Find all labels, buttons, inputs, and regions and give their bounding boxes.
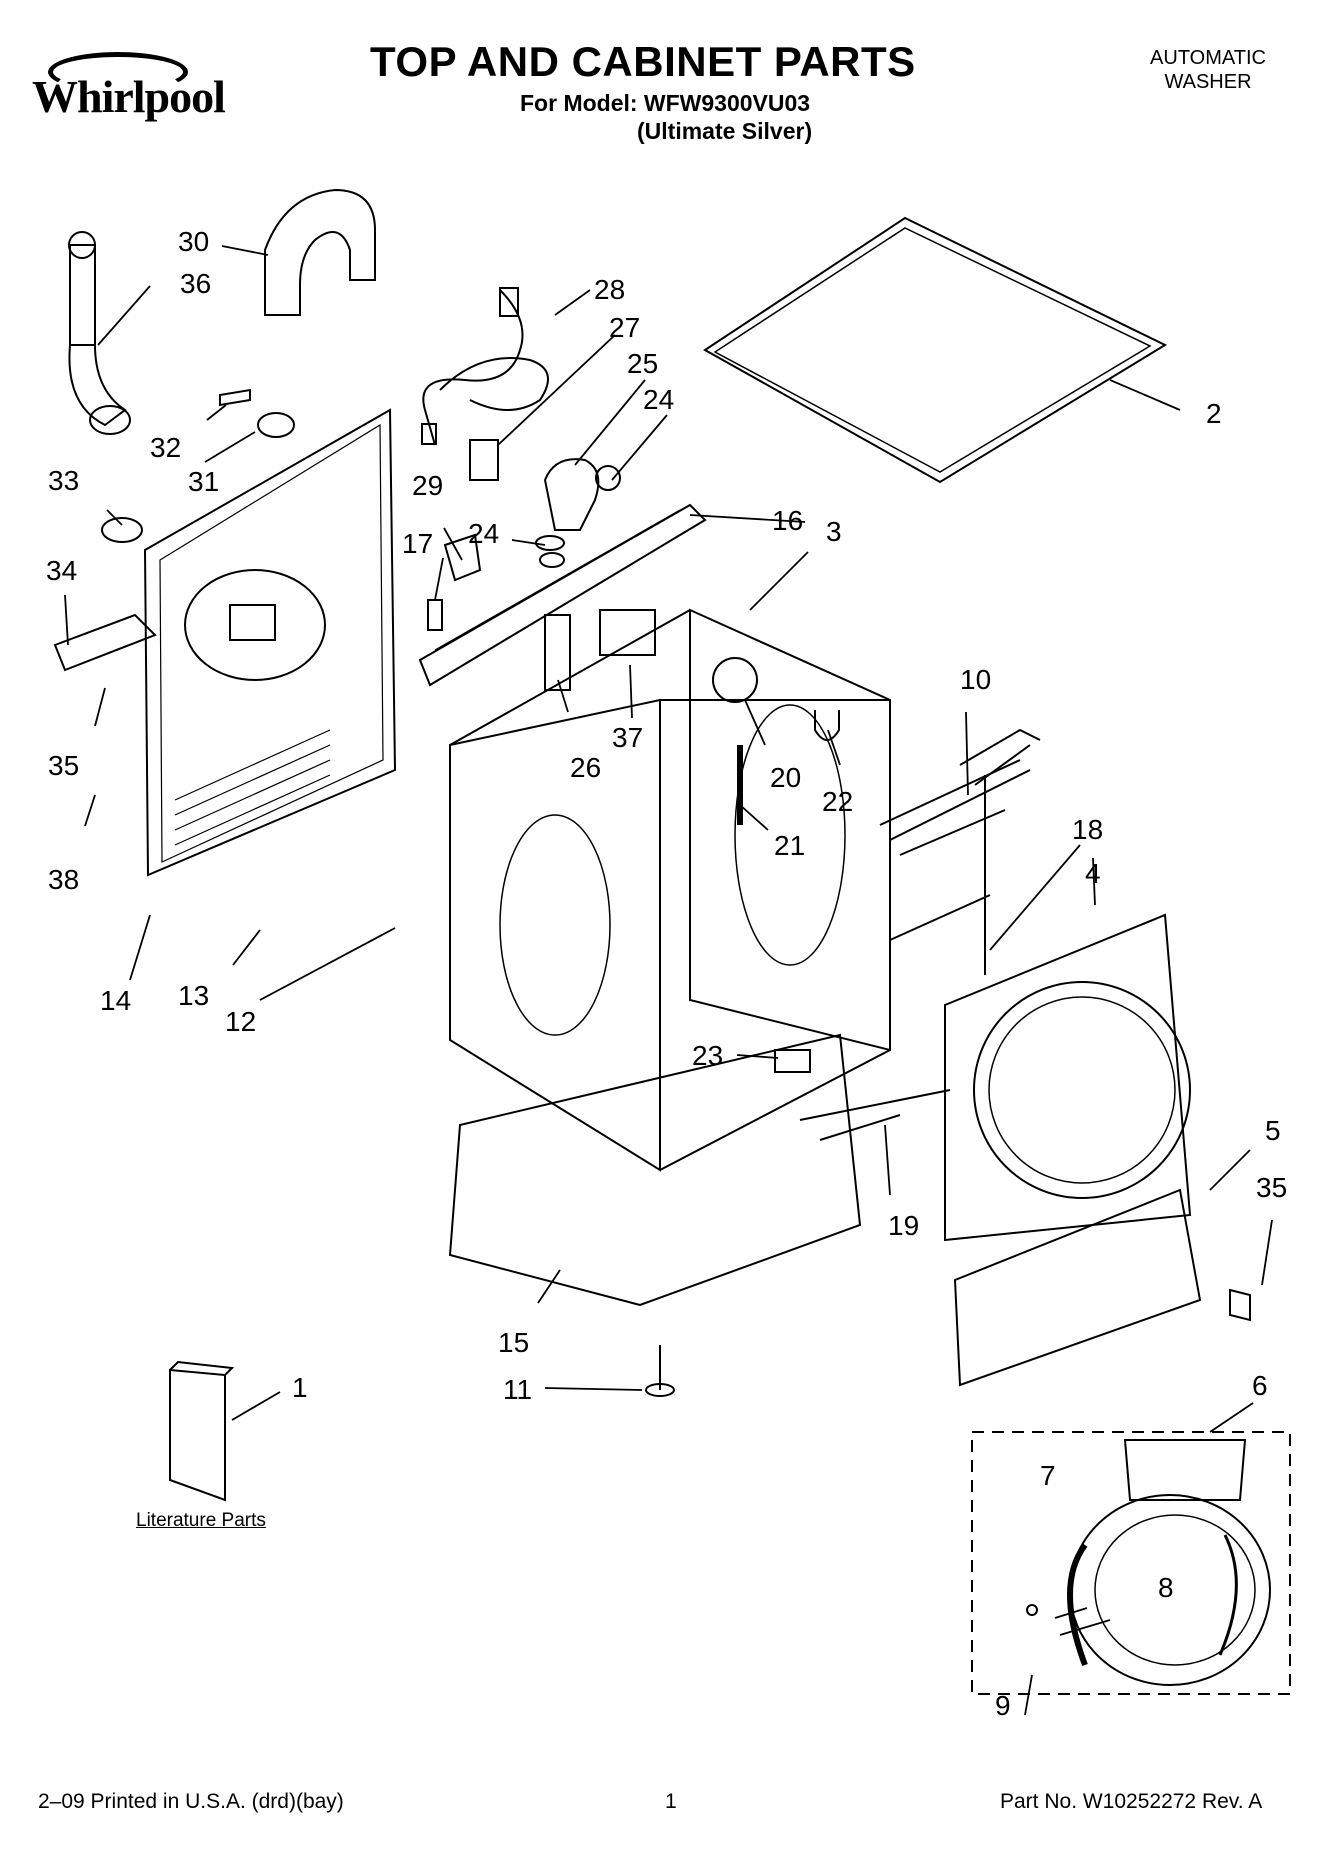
callout-34: 34: [46, 555, 78, 586]
product-line-1: AUTOMATIC: [1150, 47, 1266, 69]
callout-36: 36: [180, 268, 212, 299]
page-title: TOP AND CABINET PARTS: [370, 38, 916, 85]
part-door-lock: [599, 609, 656, 656]
callout-26: 26: [570, 752, 602, 783]
callout-12: 12: [225, 1006, 257, 1037]
whirlpool-logo: Whirlpool: [28, 52, 273, 132]
callout-32: 32: [150, 432, 182, 463]
callout-8: 8: [1158, 1572, 1174, 1603]
part-wire-harness: [879, 759, 1031, 975]
callout-28: 28: [594, 274, 626, 305]
callout-24-upper: 24: [643, 384, 675, 415]
part-number: Part No. W10252272 Rev. A: [1000, 1790, 1263, 1813]
part-cabinet: [449, 698, 661, 1172]
brand-name: Whirlpool: [32, 71, 226, 122]
part-front-panel: [944, 913, 1192, 1242]
callout-14: 14: [100, 985, 132, 1016]
part-pressure-switch: [712, 657, 758, 703]
color-line: (Ultimate Silver): [637, 118, 813, 144]
callout-7: 7: [1040, 1460, 1056, 1491]
callout-31: 31: [188, 466, 220, 497]
part-screw: [427, 599, 443, 631]
callout-4: 4: [1085, 858, 1101, 889]
part-hose-clamp-bracket: [53, 613, 157, 672]
callout-35-right: 35: [1256, 1172, 1288, 1203]
callout-5: 5: [1265, 1115, 1281, 1146]
product-line-2: WASHER: [1164, 71, 1252, 93]
callout-37: 37: [612, 722, 644, 753]
part-clamp-wire: [1218, 1534, 1238, 1656]
part-small-clip: [774, 1049, 811, 1073]
callout-19: 19: [888, 1210, 920, 1241]
part-console-bracket: [418, 503, 707, 687]
callout-20: 20: [770, 762, 802, 793]
part-lower-harness: [799, 1089, 951, 1141]
callout-35-left: 35: [48, 750, 80, 781]
model-line: For Model: WFW9300VU03: [520, 90, 811, 116]
part-literature: [169, 1360, 235, 1502]
part-screw-front: [1229, 1288, 1251, 1322]
part-cord-clip: [469, 439, 499, 481]
part-hook: [814, 710, 840, 741]
part-clamp-spring: [1067, 1543, 1088, 1667]
page-number: 1: [665, 1790, 677, 1813]
print-info: 2–09 Printed in U.S.A. (drd)(bay): [38, 1790, 344, 1813]
callout-33: 33: [48, 465, 80, 496]
callout-17: 17: [402, 528, 434, 559]
callout-21: 21: [774, 830, 806, 861]
logo-swirl-icon: [48, 52, 188, 92]
part-door-boot-group: [971, 1431, 1291, 1695]
part-top-gasket: [703, 216, 1168, 484]
callout-38: 38: [48, 864, 80, 895]
product-type: AUTOMATIC WASHER: [1148, 46, 1268, 94]
part-power-cord: [422, 289, 549, 446]
callout-6: 6: [1252, 1370, 1268, 1401]
callout-27: 27: [609, 312, 641, 343]
callout-25: 25: [627, 348, 659, 379]
callout-11: 11: [503, 1374, 533, 1405]
callout-1: 1: [292, 1372, 308, 1403]
callout-9: 9: [995, 1690, 1011, 1721]
callout-18: 18: [1072, 814, 1104, 845]
callout-16: 16: [772, 505, 804, 536]
part-inlet-valve: [543, 458, 600, 531]
callout-3: 3: [826, 516, 842, 547]
callout-24-lower: 24: [468, 518, 500, 549]
part-hose-guide: [264, 188, 376, 316]
part-rear-panel: [143, 408, 397, 877]
callout-30: 30: [178, 226, 210, 257]
part-fill-hose: [544, 614, 571, 691]
callout-2: 2: [1206, 398, 1222, 429]
part-grommet: [101, 517, 143, 543]
callout-15: 15: [498, 1327, 530, 1358]
part-clip: [443, 533, 482, 582]
part-toe-panel: [953, 1188, 1202, 1387]
callout-29: 29: [412, 470, 444, 501]
part-base-pad: [448, 1033, 862, 1307]
literature-parts-label: Literature Parts: [136, 1510, 266, 1531]
part-drain-hose: [68, 244, 127, 427]
callout-13: 13: [178, 980, 210, 1011]
callout-10: 10: [960, 664, 992, 695]
callout-23: 23: [692, 1040, 724, 1071]
callout-22: 22: [822, 786, 854, 817]
